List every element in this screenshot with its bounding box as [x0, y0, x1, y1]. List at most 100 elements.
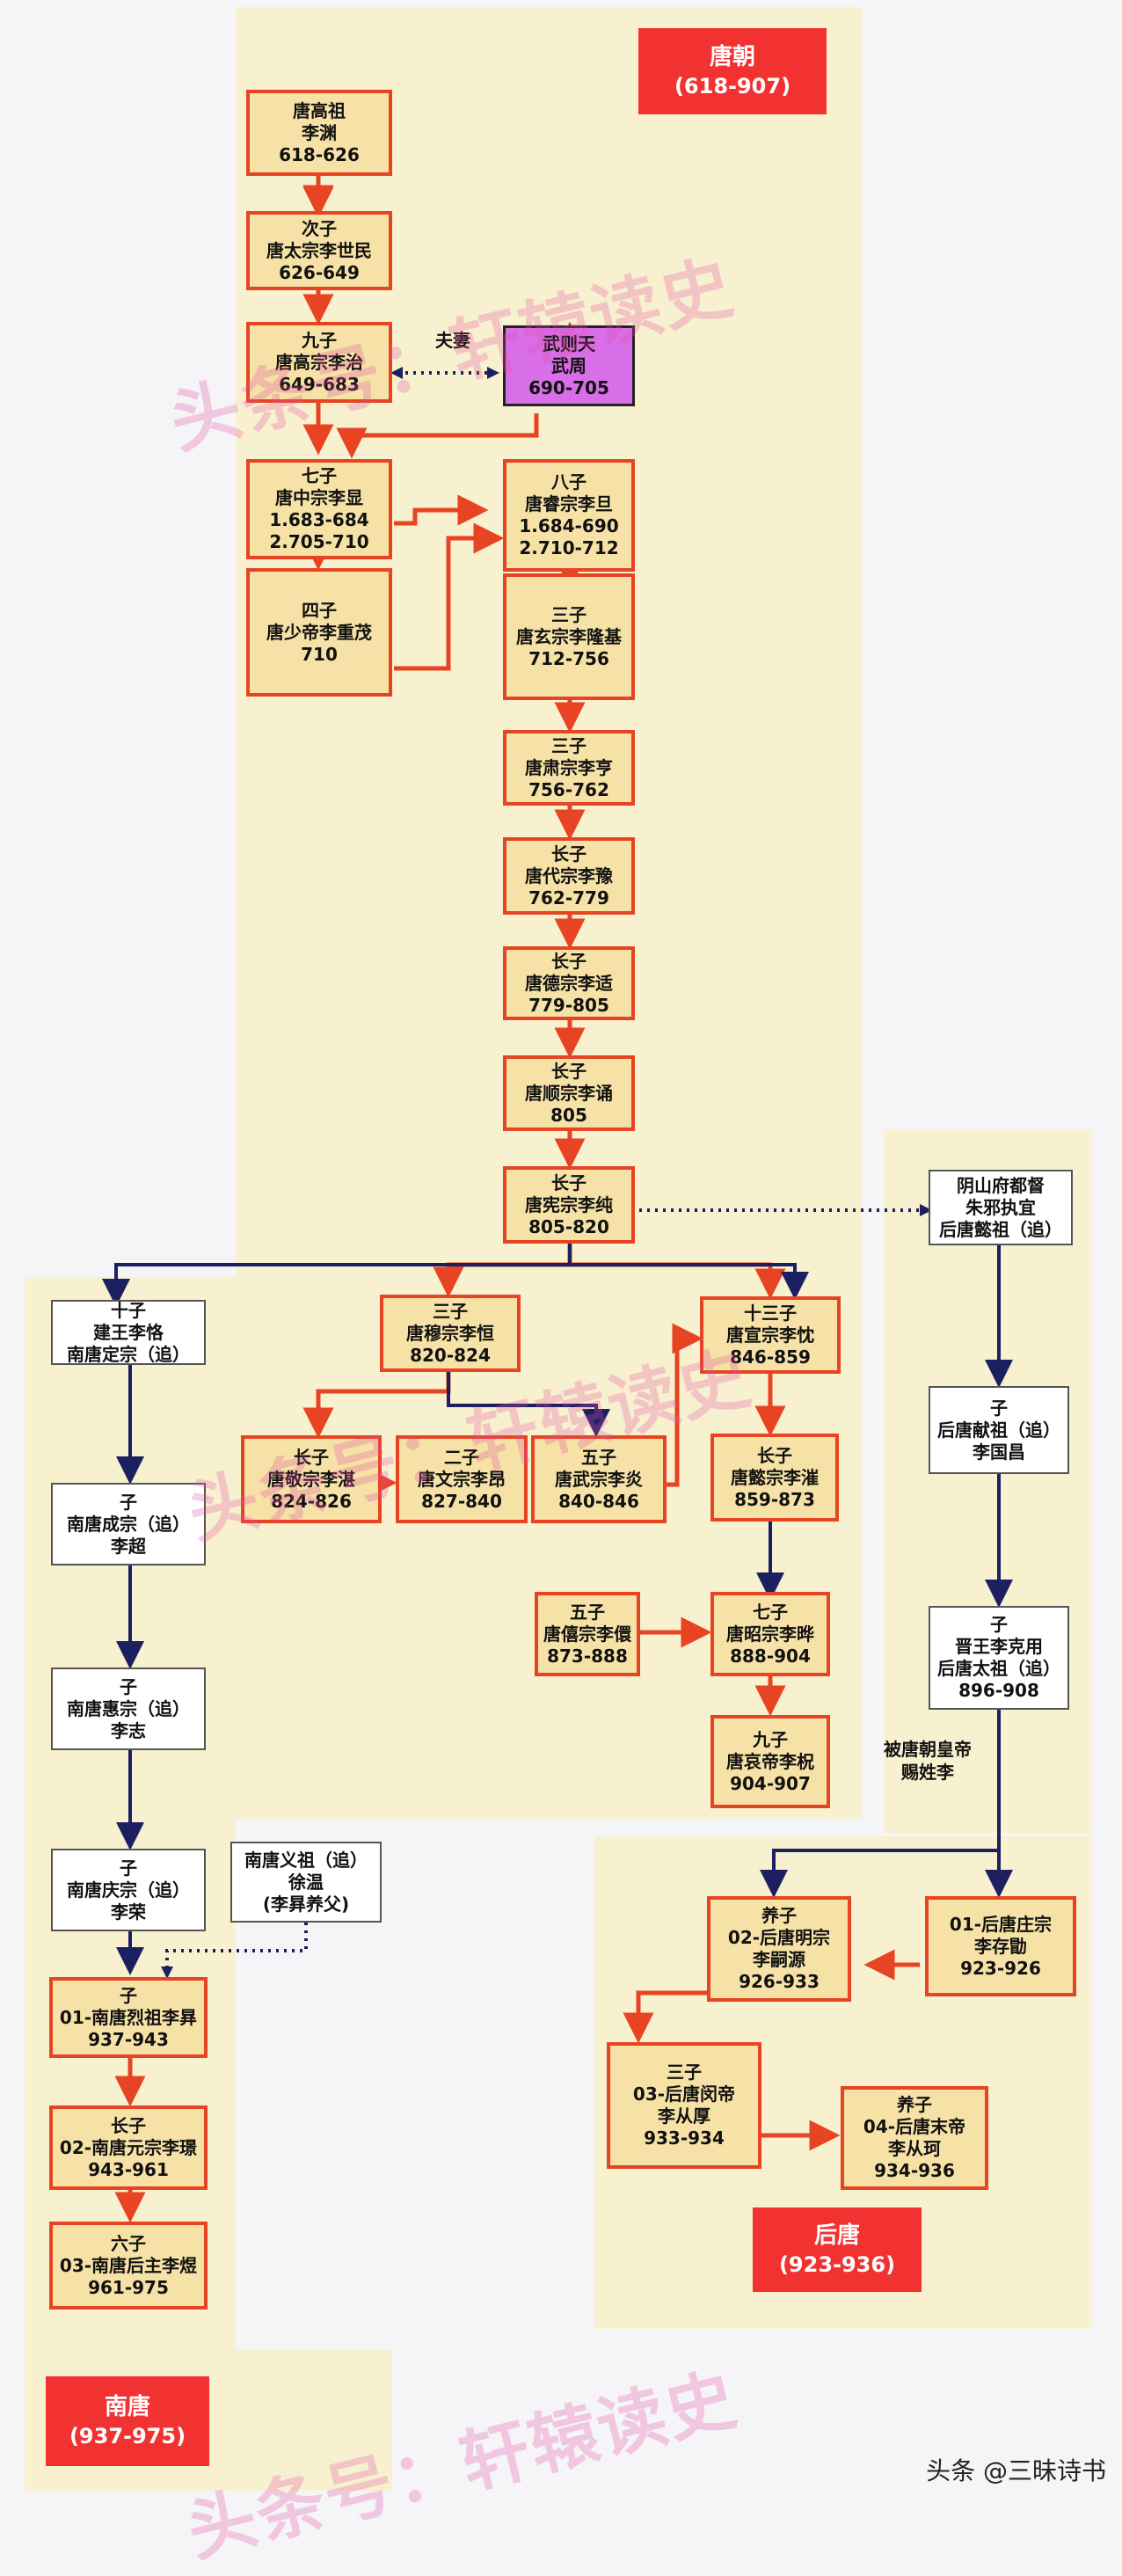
node-taizong-line2: 唐太宗李世民	[266, 239, 372, 261]
node-gaozong: 九子 唐高宗李治 649-683	[246, 322, 392, 403]
node-nt-liezu-line2: 01-南唐烈祖李昪	[59, 2006, 198, 2028]
node-ruizong-line2: 唐睿宗李旦	[525, 493, 613, 514]
node-shunzong-line2: 唐顺宗李诵	[525, 1082, 613, 1104]
node-nt-yuanzong: 长子 02-南唐元宗李璟 943-961	[49, 2105, 208, 2190]
node-nt-yuanzong-line3: 943-961	[88, 2158, 169, 2180]
node-nt-qingzong-line3: 李荣	[111, 1901, 146, 1923]
node-nt-houzhu-line3: 961-975	[88, 2276, 169, 2298]
node-suzong-line3: 756-762	[528, 778, 609, 800]
node-aidi: 九子 唐哀帝李柷 904-907	[710, 1715, 830, 1808]
node-aidi-line2: 唐哀帝李柷	[726, 1750, 814, 1772]
node-nt-qingzong: 子 南唐庆宗（追） 李荣	[51, 1849, 206, 1931]
node-muzong: 三子 唐穆宗李恒 820-824	[380, 1295, 521, 1372]
node-ht-mingzong-line4: 926-933	[739, 1971, 820, 1992]
node-nt-yuanzong-line2: 02-南唐元宗李璟	[59, 2136, 198, 2158]
node-nt-chao-line2: 南唐成宗（追）	[67, 1513, 190, 1535]
node-nt-dingzong-line3: 南唐定宗（追）	[67, 1343, 190, 1365]
node-shaodi-line2: 唐少帝李重茂	[266, 621, 372, 643]
node-zhongzong-line1: 七子	[302, 465, 337, 486]
node-aidi-line3: 904-907	[730, 1772, 811, 1794]
node-wuzetian-line3: 690-705	[528, 376, 609, 398]
node-gaozu-line3: 618-626	[279, 143, 360, 165]
node-ht-taizu: 子 晋王李克用 后唐太祖（追） 896-908	[929, 1606, 1069, 1710]
node-daizong-line1: 长子	[551, 843, 586, 865]
node-xizong-line2: 唐僖宗李儇	[543, 1623, 631, 1645]
node-ruizong-line3: 1.684-690	[519, 515, 619, 536]
node-dezong-line3: 779-805	[528, 994, 609, 1016]
node-jingzong-line3: 824-826	[271, 1490, 352, 1512]
node-ht-mindi-line3: 李从厚	[658, 2105, 710, 2127]
node-zhongzong-line2: 唐中宗李显	[275, 487, 363, 508]
node-muzong-line3: 820-824	[410, 1344, 491, 1366]
node-ht-xianzu-line1: 子	[990, 1397, 1008, 1419]
node-ht-mingzong-line2: 02-后唐明宗	[727, 1927, 831, 1948]
node-xuanzong: 三子 唐玄宗李隆基 712-756	[503, 573, 635, 700]
node-daizong-line3: 762-779	[528, 887, 609, 909]
node-nt-chao-line1: 子	[120, 1491, 137, 1513]
node-wuzong-line2: 唐武宗李炎	[555, 1468, 643, 1490]
node-xizong-line3: 873-888	[547, 1645, 628, 1667]
node-nt-liezu-line3: 937-943	[88, 2028, 169, 2050]
node-suzong-line2: 唐肃宗李亨	[525, 756, 613, 778]
node-ht-zhuangzong-line2: 李存勖	[974, 1935, 1027, 1957]
node-nt-qingzong-line1: 子	[120, 1857, 137, 1879]
node-zhaozong-line1: 七子	[753, 1601, 788, 1623]
node-shunzong: 长子 唐顺宗李诵 805	[503, 1055, 635, 1131]
surname-label: 被唐朝皇帝 赐姓李	[871, 1738, 985, 1784]
houtang-title-years: (923-936)	[778, 2252, 896, 2277]
node-aidi-line1: 九子	[753, 1728, 788, 1750]
node-nt-houzhu-line1: 六子	[111, 2232, 146, 2254]
nantang-title-name: 南唐	[104, 2394, 150, 2420]
node-dezong-line2: 唐德宗李适	[525, 972, 613, 994]
node-xianzong-line2: 唐宪宗李纯	[525, 1193, 613, 1215]
node-ht-modi-line1: 养子	[897, 2094, 932, 2115]
node-taizong-line3: 626-649	[279, 261, 360, 283]
node-zhongzong-line4: 2.705-710	[269, 531, 369, 552]
node-wenzong: 二子 唐文宗李昂 827-840	[396, 1435, 528, 1523]
node-nt-huizong-line2: 南唐惠宗（追）	[67, 1697, 190, 1719]
node-dezong: 长子 唐德宗李适 779-805	[503, 946, 635, 1020]
node-ruizong-line1: 八子	[551, 471, 586, 493]
nantang-title: 南唐 (937-975)	[46, 2376, 209, 2466]
node-xizong-line1: 五子	[570, 1601, 605, 1623]
node-xuanzong-line3: 712-756	[528, 647, 609, 669]
node-ht-zhuangzong-line1: 01-后唐庄宗	[949, 1913, 1053, 1935]
credit-label: 头条 @三昧诗书	[926, 2456, 1106, 2485]
node-yizong-line2: 唐懿宗李漼	[731, 1466, 819, 1488]
node-daizong: 长子 唐代宗李豫 762-779	[503, 837, 635, 915]
nantang-region-lower	[236, 2350, 392, 2491]
node-xuanzong2-line2: 唐宣宗李忱	[726, 1324, 814, 1346]
couple-label: 夫妻	[435, 330, 470, 351]
node-ht-xianzu-line3: 李国昌	[973, 1441, 1025, 1463]
node-yizong-line1: 长子	[757, 1444, 792, 1466]
node-suzong-line1: 三子	[551, 734, 586, 756]
node-xizong: 五子 唐僖宗李儇 873-888	[535, 1592, 640, 1676]
node-zhaozong: 七子 唐昭宗李晔 888-904	[710, 1592, 830, 1676]
node-taizong-line1: 次子	[302, 217, 337, 239]
node-nt-houzhu: 六子 03-南唐后主李煜 961-975	[49, 2222, 208, 2310]
node-daizong-line2: 唐代宗李豫	[525, 865, 613, 887]
houtang-title-name: 后唐	[813, 2222, 860, 2249]
node-wuzong: 五子 唐武宗李炎 840-846	[531, 1435, 667, 1523]
node-nt-xuwen-line2: 徐温	[288, 1871, 324, 1893]
node-ht-mingzong: 养子 02-后唐明宗 李嗣源 926-933	[707, 1896, 851, 2002]
node-jingzong: 长子 唐敬宗李湛 824-826	[241, 1435, 382, 1523]
node-nt-houzhu-line2: 03-南唐后主李煜	[59, 2254, 198, 2276]
node-gaozu-line1: 唐高祖	[293, 99, 346, 121]
node-zhongzong-line3: 1.683-684	[269, 509, 369, 530]
node-wenzong-line3: 827-840	[421, 1490, 502, 1512]
node-dezong-line1: 长子	[551, 950, 586, 972]
tang-title: 唐朝 (618-907)	[638, 28, 827, 114]
node-ht-yizu-line3: 后唐懿祖（追）	[939, 1218, 1062, 1240]
node-shunzong-line3: 805	[550, 1104, 587, 1126]
node-wuzong-line1: 五子	[581, 1446, 616, 1468]
node-wenzong-line2: 唐文宗李昂	[418, 1468, 506, 1490]
node-wuzetian-line2: 武周	[551, 354, 586, 376]
node-nt-huizong-line1: 子	[120, 1675, 137, 1697]
node-taizong: 次子 唐太宗李世民 626-649	[246, 211, 392, 290]
node-gaozong-line3: 649-683	[279, 373, 360, 395]
node-ht-mindi-line4: 933-934	[644, 2127, 725, 2149]
node-ht-taizu-line4: 896-908	[958, 1680, 1039, 1701]
node-ht-taizu-line2: 晋王李克用	[955, 1636, 1043, 1657]
houtang-region	[884, 1129, 1091, 1833]
